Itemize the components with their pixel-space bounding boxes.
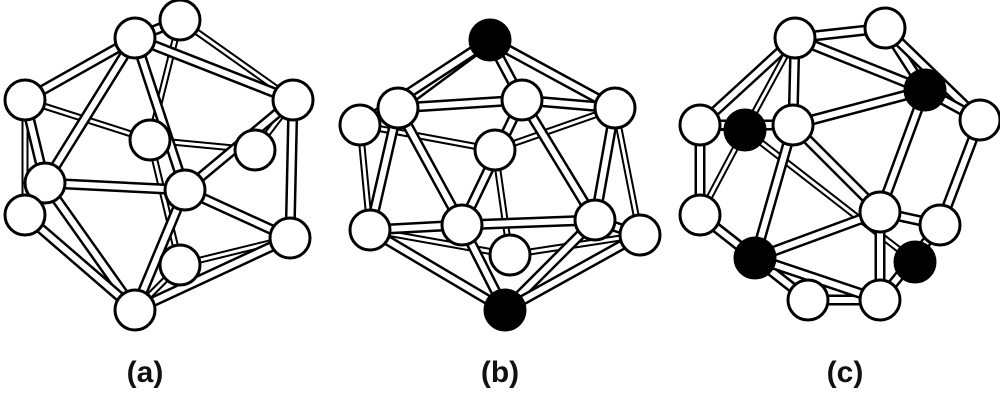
open-atom [113,288,157,332]
open-atom [771,103,815,147]
rod-highlight [877,87,928,215]
open-atom [573,198,617,242]
open-atom [678,103,722,147]
panel-c-label: (c) [826,356,864,389]
open-atom [858,278,902,322]
open-atom [376,86,420,130]
open-atom [473,128,517,172]
filled-atom [733,236,777,280]
open-atom [348,208,392,252]
panel-b-label: (b) [480,356,520,389]
rod-highlight [613,106,642,237]
rod-highlight [42,35,138,186]
open-atom [3,78,47,122]
rod-highlight [367,227,508,313]
open-atom [158,0,202,42]
open-atom [440,203,484,247]
rod-highlight [487,37,618,111]
rod-highlight [132,235,293,313]
rod-highlight [287,97,296,241]
rod-highlight [459,217,598,228]
rod-highlight [358,123,497,152]
open-atom [128,118,172,162]
rod-highlight [132,35,188,193]
open-atom [773,16,817,60]
filled-atom [723,108,767,152]
filled-atom [903,68,947,112]
open-atom [271,78,315,122]
open-atom [488,233,532,277]
filled-atom [468,18,512,62]
open-atom [786,278,830,322]
rod-highlight [178,18,295,102]
rod-highlight [395,105,465,228]
rod-highlight [22,212,138,313]
open-atom [618,213,662,257]
open-atom [158,243,202,287]
open-atom [113,16,157,60]
open-atom [268,216,312,260]
rod-highlight [752,122,796,261]
rod-highlight [752,255,883,303]
panel-a-label: (a) [126,356,164,389]
rod-highlight [519,97,598,223]
rod-highlight [42,180,188,193]
rod-highlight [743,128,917,264]
filled-atom [483,288,527,332]
rod-highlight [792,35,928,93]
open-atom [233,128,277,172]
open-atom [3,193,47,237]
open-atom [863,6,907,50]
open-atom [163,168,207,212]
open-atom [593,86,637,130]
rod-highlight [132,35,296,103]
rod-highlight [752,209,883,261]
rod-highlight [790,87,928,128]
filled-atom [893,240,937,284]
open-atom [918,203,962,247]
open-atom [23,161,67,205]
rod-highlight [502,232,643,313]
open-atom [958,98,1000,142]
rod-highlight [42,180,138,313]
open-atom [678,193,722,237]
open-atom [500,78,544,122]
rod-highlight [132,187,188,313]
open-atom [858,190,902,234]
open-atom [338,103,382,147]
